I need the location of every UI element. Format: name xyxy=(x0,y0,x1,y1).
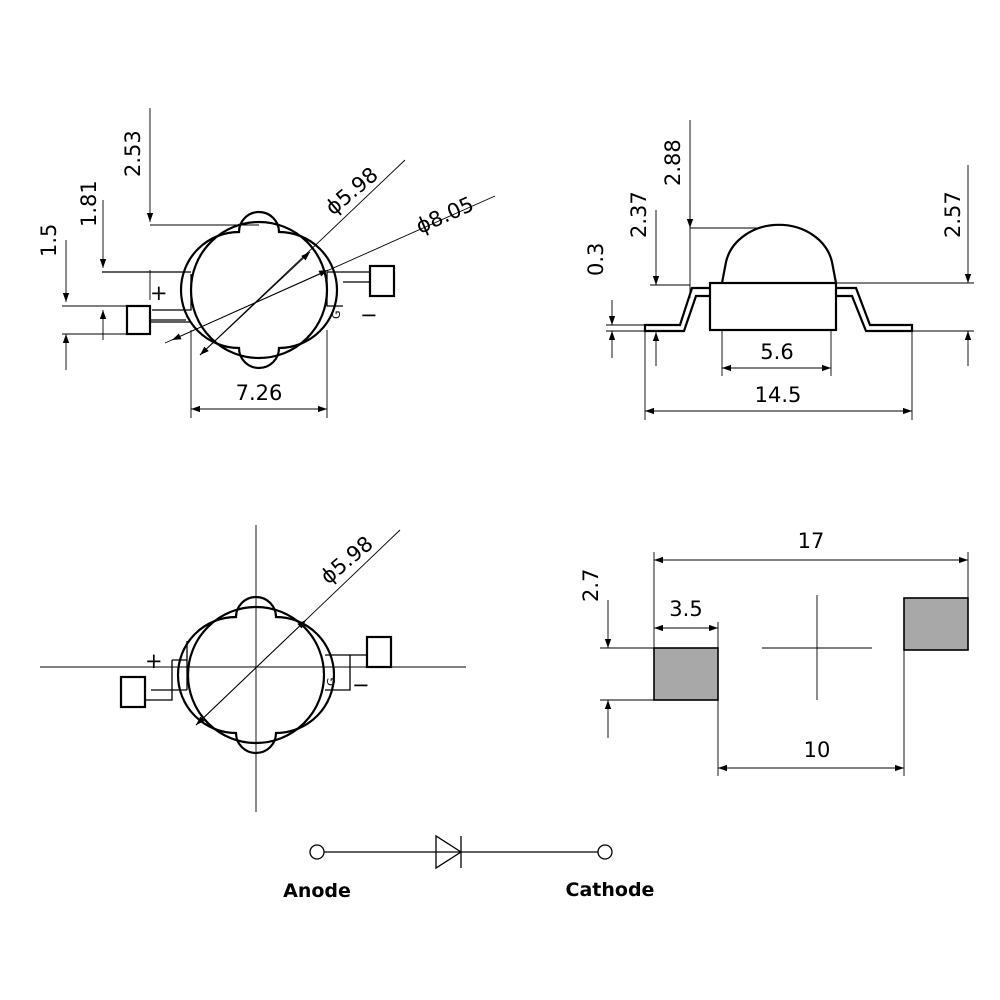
dim-2-88: 2.88 xyxy=(661,139,685,186)
diode-schematic: Anode Cathode xyxy=(283,834,655,902)
lens-dome xyxy=(720,223,838,284)
lens-outline xyxy=(176,595,336,755)
cathode-tab xyxy=(368,264,396,298)
dim-17: 17 xyxy=(798,529,825,553)
dim-10: 10 xyxy=(804,738,831,762)
dim-phi-8-05: ϕ8.05 xyxy=(412,192,477,239)
dim-arrows-phi598 xyxy=(199,251,311,356)
dim-0-3: 0.3 xyxy=(584,243,608,276)
anode-tab xyxy=(125,304,152,336)
dim-2-53: 2.53 xyxy=(121,130,145,177)
dim-2-57: 2.57 xyxy=(941,191,965,238)
dim-1-81: 1.81 xyxy=(77,180,101,227)
cathode-label: Cathode xyxy=(566,879,655,901)
anode-pad xyxy=(653,647,719,701)
left-lead xyxy=(643,286,710,333)
cathode-terminal xyxy=(597,844,613,860)
bottom-view: + − G ϕ5.98 xyxy=(40,525,466,812)
dim-arrows-phi598 xyxy=(195,619,307,726)
cathode-tab xyxy=(365,635,393,669)
minus-mark: − xyxy=(360,303,378,327)
dim-5-6: 5.6 xyxy=(760,340,793,364)
package-outline xyxy=(186,605,326,745)
plus-mark: + xyxy=(145,649,163,673)
dim-2-37: 2.37 xyxy=(627,191,651,238)
package-body xyxy=(708,281,838,332)
anode-lead xyxy=(145,641,188,701)
dim-3-5: 3.5 xyxy=(669,597,702,621)
top-view: + − G 2.53 1.81 1.5 ϕ5.98 ϕ8.05 7.26 xyxy=(37,108,496,418)
orientation-mark: G xyxy=(325,677,338,686)
right-lead xyxy=(836,286,914,333)
plus-mark: + xyxy=(150,281,168,305)
dim-7-26: 7.26 xyxy=(236,381,283,405)
anode-lead-frame xyxy=(102,271,191,323)
dim-2-7: 2.7 xyxy=(579,569,603,602)
anode-label: Anode xyxy=(283,880,351,902)
package-outline xyxy=(189,220,329,360)
dim-1-5: 1.5 xyxy=(37,224,61,257)
diode-triangle xyxy=(435,834,463,870)
anode-tab xyxy=(119,675,147,709)
dim-14-5: 14.5 xyxy=(755,383,802,407)
lens-outline xyxy=(179,210,339,370)
orientation-mark: G xyxy=(330,310,343,319)
anode-terminal xyxy=(309,844,325,860)
cathode-lead xyxy=(325,654,367,691)
cathode-lead xyxy=(326,271,370,307)
footprint: 17 3.5 2.7 10 xyxy=(579,529,969,776)
side-view: 2.88 2.37 0.3 2.57 5.6 14.5 xyxy=(584,120,974,420)
dim-arrows-phi805 xyxy=(171,269,329,341)
minus-mark: − xyxy=(352,673,370,697)
cathode-pad xyxy=(903,597,969,651)
